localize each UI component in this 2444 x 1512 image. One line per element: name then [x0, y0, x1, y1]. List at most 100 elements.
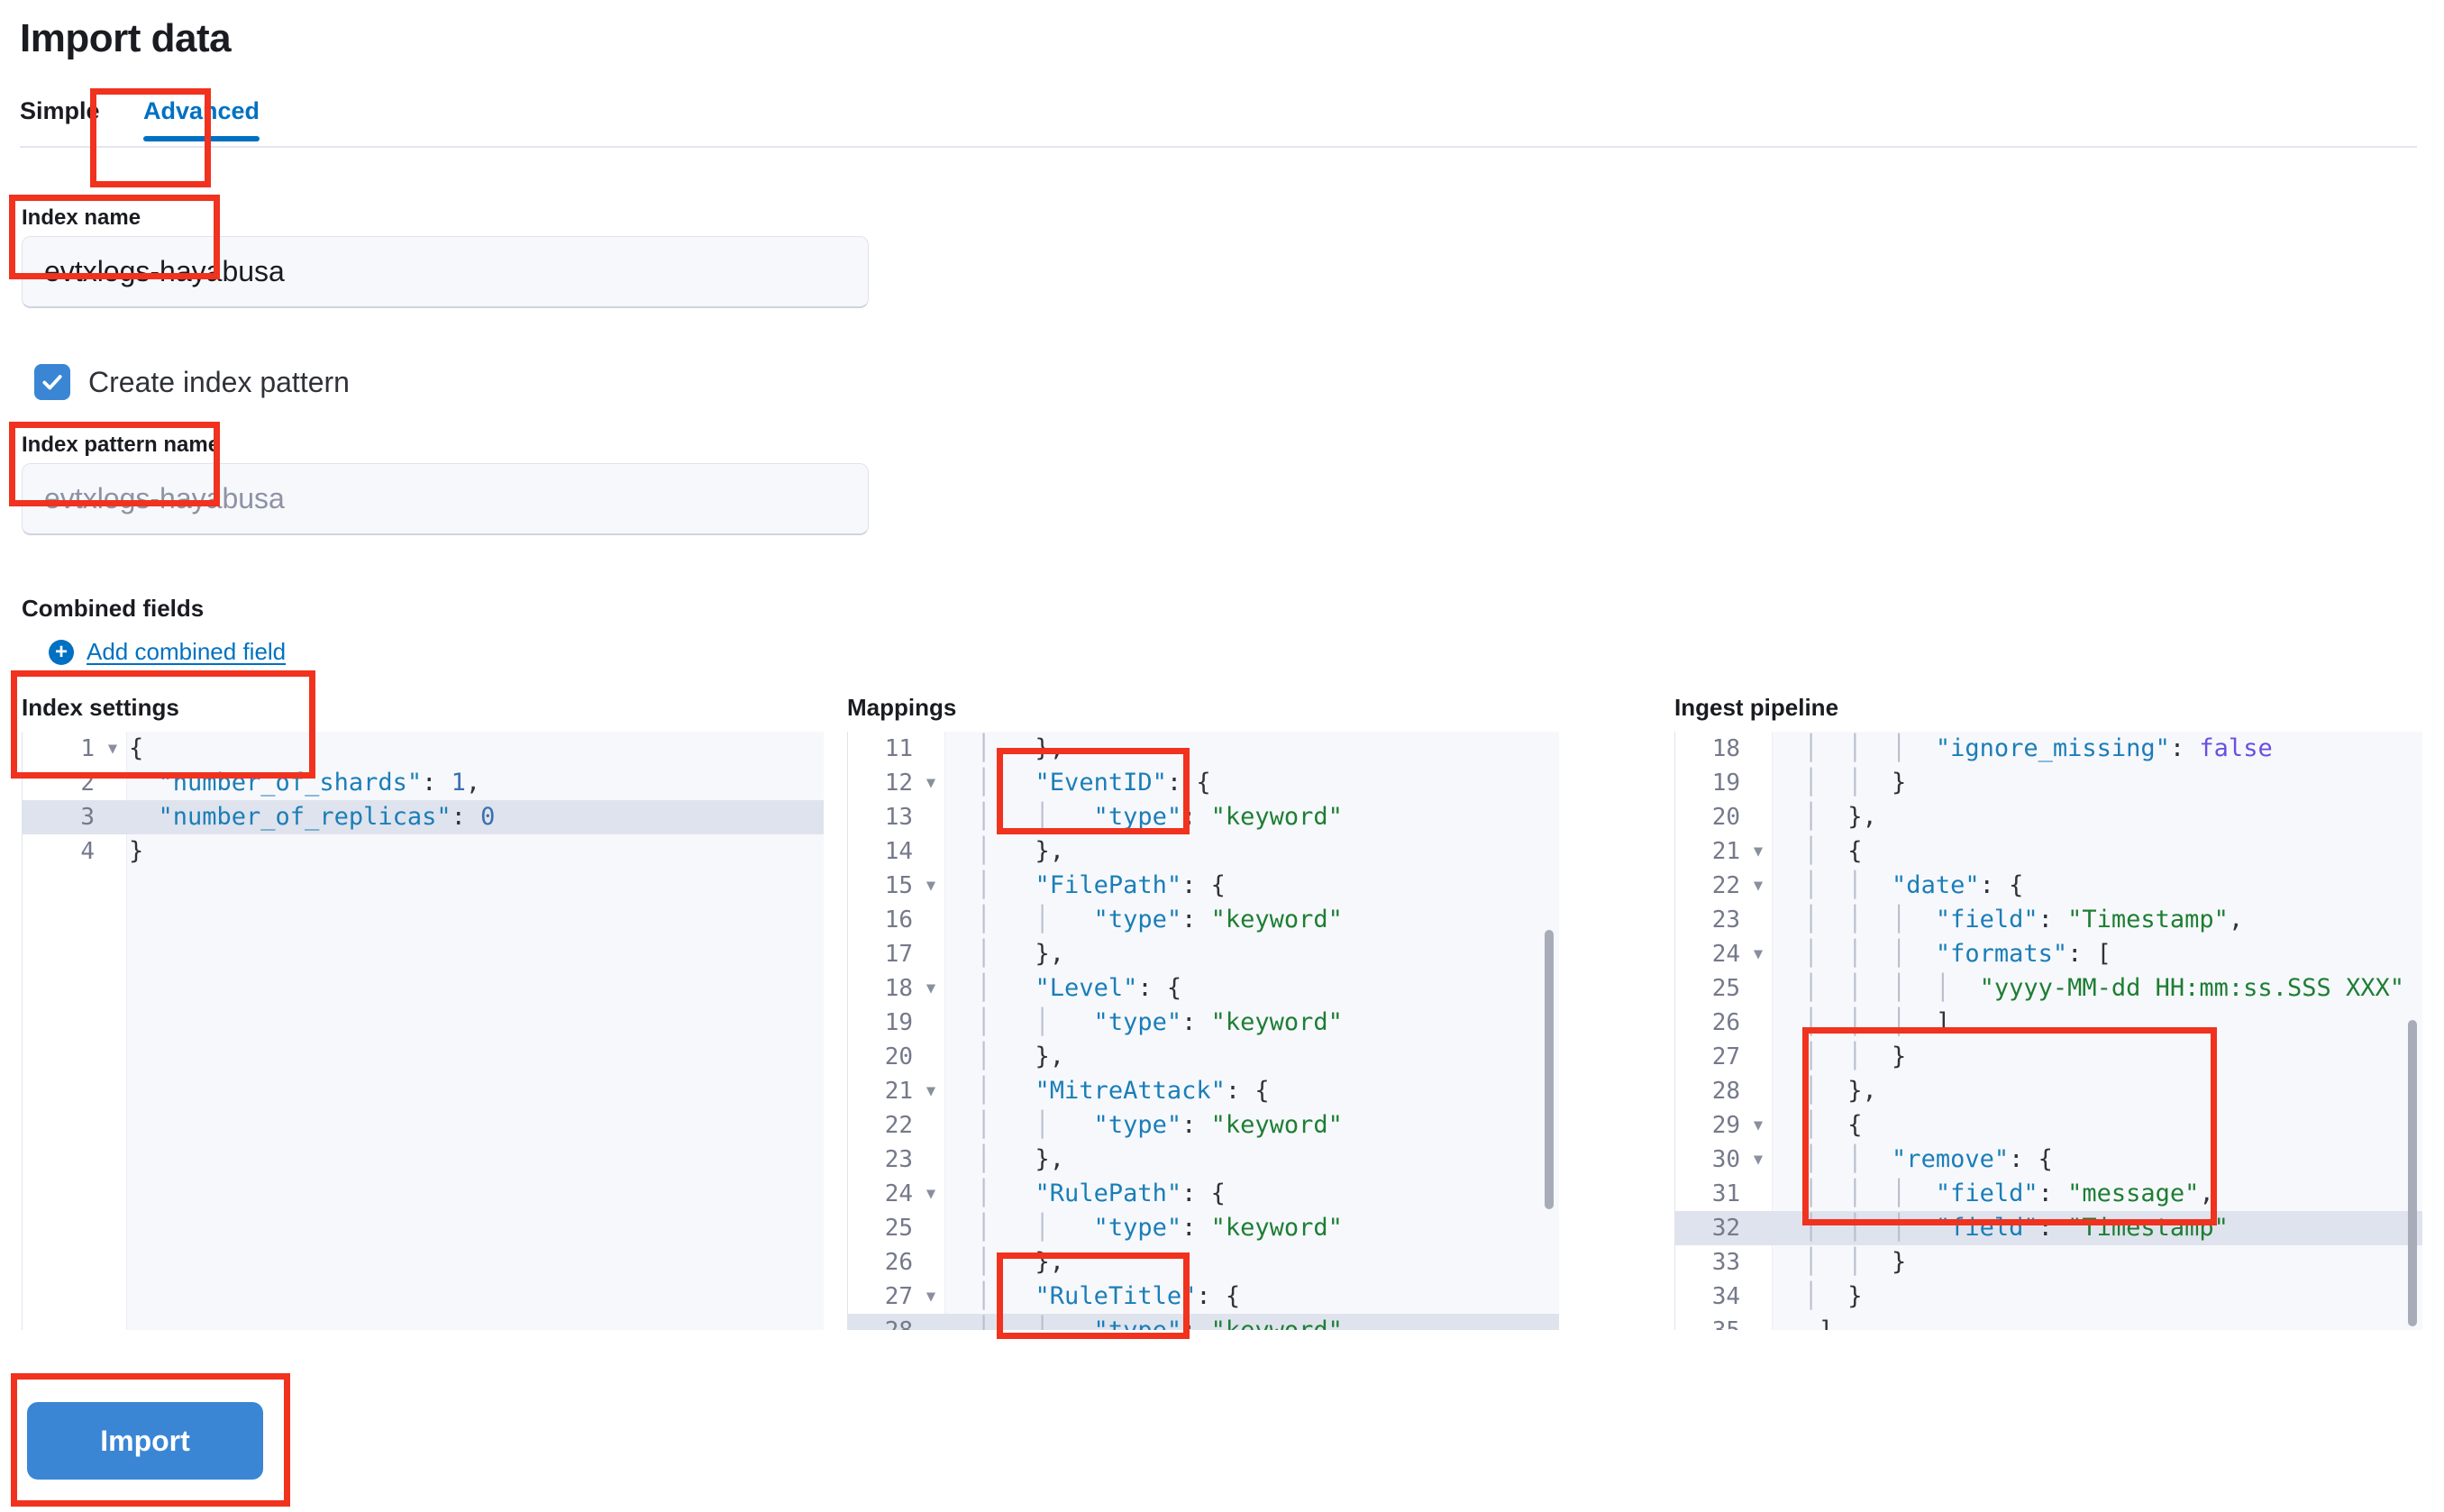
line-number: 21: [1711, 838, 1740, 865]
code-text: │ │ "type": "keyword": [947, 1008, 1343, 1036]
code-line[interactable]: 15▼ │ "FilePath": {: [848, 869, 1559, 903]
code-line[interactable]: 20 │ },: [848, 1040, 1559, 1074]
code-line[interactable]: 18 │ │ │ "ignore_missing": false: [1675, 732, 2422, 766]
code-line[interactable]: 13 │ │ "type": "keyword": [848, 800, 1559, 834]
tab-bar: Simple Advanced: [20, 97, 2417, 148]
code-line[interactable]: 19 │ │ "type": "keyword": [848, 1006, 1559, 1040]
add-combined-field-label: Add combined field: [87, 638, 287, 665]
fold-triangle-icon[interactable]: ▼: [1753, 945, 1764, 963]
code-line[interactable]: 17 │ },: [848, 937, 1559, 971]
code-line[interactable]: 28 │ },: [1675, 1074, 2422, 1108]
code-line[interactable]: 33 │ │ }: [1675, 1245, 2422, 1280]
tab-advanced[interactable]: Advanced: [123, 97, 279, 141]
add-combined-field-link[interactable]: + Add combined field: [49, 638, 286, 666]
import-button[interactable]: Import: [27, 1402, 263, 1480]
code-text: │ │ "type": "keyword": [947, 803, 1343, 831]
mappings-scrollbar[interactable]: [1545, 930, 1554, 1209]
line-number: 20: [884, 1043, 913, 1070]
code-line[interactable]: 27▼ │ "RuleTitle": {: [848, 1280, 1559, 1314]
code-line[interactable]: 30▼ │ │ "remove": {: [1675, 1143, 2422, 1177]
code-line[interactable]: 32 │ │ │ "field": "Timestamp": [1675, 1211, 2422, 1245]
index-name-label: Index name: [22, 205, 141, 230]
line-number: 20: [1711, 804, 1740, 831]
ingest-pipeline-scrollbar[interactable]: [2408, 1020, 2417, 1326]
line-number: 29: [1711, 1112, 1740, 1139]
fold-triangle-icon[interactable]: ▼: [1753, 877, 1764, 895]
line-number: 19: [1711, 770, 1740, 797]
fold-triangle-icon[interactable]: ▼: [926, 877, 936, 895]
code-text: "number_of_shards": 1,: [129, 769, 481, 797]
code-text: │ │ │ "formats": [: [1774, 940, 2111, 968]
line-number: 30: [1711, 1146, 1740, 1173]
fold-triangle-icon[interactable]: ▼: [926, 1185, 936, 1203]
code-text: │ "FilePath": {: [947, 871, 1226, 899]
line-number: 26: [884, 1249, 913, 1276]
code-line[interactable]: 21▼ │ "MitreAttack": {: [848, 1074, 1559, 1108]
code-text: │ │ }: [1774, 1043, 1907, 1070]
code-line[interactable]: 23 │ │ │ "field": "Timestamp",: [1675, 903, 2422, 937]
code-line[interactable]: 35 ]: [1675, 1314, 2422, 1330]
code-line[interactable]: 19 │ │ }: [1675, 766, 2422, 800]
line-number: 21: [884, 1078, 913, 1105]
code-line[interactable]: 21 ▼ │ {: [1675, 834, 2422, 869]
code-line[interactable]: 24▼ │ │ │ "formats": [: [1675, 937, 2422, 971]
fold-triangle-icon[interactable]: ▼: [926, 979, 936, 997]
code-line[interactable]: 23 │ },: [848, 1143, 1559, 1177]
fold-triangle-icon[interactable]: ▼: [1753, 1151, 1764, 1169]
code-line[interactable]: 25 │ │ "type": "keyword": [848, 1211, 1559, 1245]
line-number: 16: [884, 906, 913, 934]
code-text: │ │ "date": {: [1774, 871, 2024, 899]
tab-simple[interactable]: Simple: [20, 97, 100, 124]
code-line[interactable]: 16 │ │ "type": "keyword": [848, 903, 1559, 937]
code-line[interactable]: 1▼{: [23, 732, 824, 766]
code-text: │ {: [1774, 837, 1863, 865]
code-line[interactable]: 11 │ },: [848, 732, 1559, 766]
code-line[interactable]: 14 │ },: [848, 834, 1559, 869]
line-number: 25: [1711, 975, 1740, 1002]
code-line[interactable]: 31 │ │ │ "field": "message",: [1675, 1177, 2422, 1211]
index-settings-editor[interactable]: 1▼{2 "number_of_shards": 1,3 "number_of_…: [22, 732, 824, 1330]
fold-triangle-icon[interactable]: ▼: [1753, 843, 1764, 861]
fold-triangle-icon[interactable]: ▼: [1753, 1116, 1764, 1134]
code-line[interactable]: 20 │ },: [1675, 800, 2422, 834]
code-line[interactable]: 25 │ │ │ │ "yyyy-MM-dd HH:mm:ss.SSS XXX": [1675, 971, 2422, 1006]
code-text: │ },: [947, 734, 1065, 762]
combined-fields-title: Combined fields: [22, 595, 205, 622]
line-number: 34: [1711, 1283, 1740, 1310]
code-line[interactable]: 29▼ │ {: [1675, 1108, 2422, 1143]
code-line[interactable]: 24▼ │ "RulePath": {: [848, 1177, 1559, 1211]
code-text: {: [129, 734, 144, 762]
code-line[interactable]: 26 │ },: [848, 1245, 1559, 1280]
code-line[interactable]: 28 │ │ "type": "keyword": [848, 1314, 1559, 1330]
code-line[interactable]: 34 │ }: [1675, 1280, 2422, 1314]
mappings-editor[interactable]: 11 │ },12▼ │ "EventID": {13 │ │ "type": …: [847, 732, 1559, 1330]
code-line[interactable]: 22 │ │ "type": "keyword": [848, 1108, 1559, 1143]
fold-triangle-icon[interactable]: ▼: [926, 1082, 936, 1100]
ingest-pipeline-panel: Ingest pipeline 18 │ │ │ "ignore_missing…: [1674, 694, 2422, 1330]
code-text: │ │ "type": "keyword": [940, 1314, 1343, 1330]
line-number: 28: [1711, 1078, 1740, 1105]
line-number: 23: [1711, 906, 1740, 934]
code-line[interactable]: 22▼ │ │ "date": {: [1675, 869, 2422, 903]
checkbox-checked-icon[interactable]: [34, 364, 70, 400]
fold-triangle-icon[interactable]: ▼: [926, 774, 936, 792]
page-title: Import data: [20, 16, 232, 60]
code-text: │ }: [1774, 1282, 1863, 1310]
code-line[interactable]: 18▼ │ "Level": {: [848, 971, 1559, 1006]
code-line[interactable]: 26 │ │ │ ]: [1675, 1006, 2422, 1040]
fold-triangle-icon[interactable]: ▼: [107, 740, 118, 758]
create-index-pattern-row[interactable]: Create index pattern: [34, 364, 350, 400]
line-number: 27: [1711, 1043, 1740, 1070]
code-line[interactable]: 27 │ │ }: [1675, 1040, 2422, 1074]
index-name-input[interactable]: [22, 236, 869, 308]
code-line[interactable]: 4}: [23, 834, 824, 869]
line-number: 31: [1711, 1180, 1740, 1207]
code-line[interactable]: 12▼ │ "EventID": {: [848, 766, 1559, 800]
index-pattern-name-input[interactable]: [22, 463, 869, 535]
fold-triangle-icon[interactable]: ▼: [926, 1288, 936, 1306]
code-line[interactable]: 3 "number_of_replicas": 0: [23, 800, 824, 834]
code-line[interactable]: 2 "number_of_shards": 1,: [23, 766, 824, 800]
line-number: 11: [884, 735, 913, 762]
